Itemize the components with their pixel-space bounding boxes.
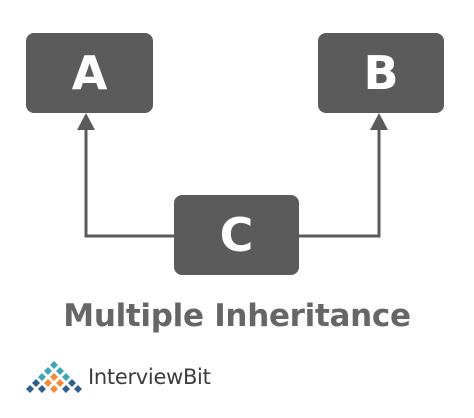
arrowhead-to-a — [77, 113, 95, 130]
edge-c-to-b — [299, 128, 381, 238]
class-node-a-label: A — [71, 46, 108, 100]
edge-c-to-a — [84, 128, 174, 238]
class-node-c-label: C — [219, 208, 254, 262]
brand-name: InterviewBit — [88, 365, 211, 389]
class-node-b: B — [318, 33, 444, 113]
diagram-caption: Multiple Inheritance — [63, 298, 411, 334]
class-node-c: C — [174, 195, 299, 275]
class-node-b-label: B — [363, 46, 399, 100]
brand-watermark: InterviewBit — [24, 357, 211, 397]
class-node-a: A — [26, 33, 153, 113]
arrowhead-to-b — [370, 113, 388, 130]
diamond-grid-logo-icon — [26, 361, 82, 393]
